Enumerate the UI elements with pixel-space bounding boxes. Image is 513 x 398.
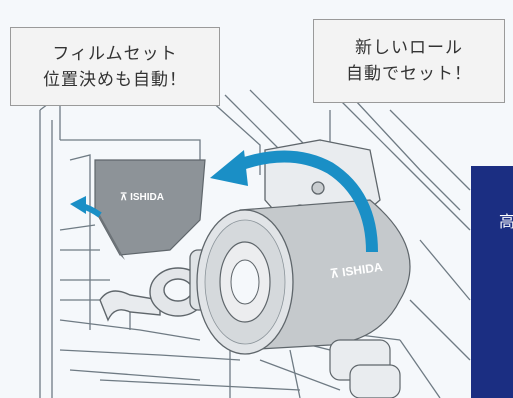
film-set-callout-line1: フィルムセット <box>52 43 178 64</box>
air-cylinder <box>329 339 401 398</box>
new-roll-callout: 新しいロール 自動でセット！ <box>313 19 505 103</box>
rotation-arrow-icon <box>210 150 378 253</box>
film-set-callout-line2: 位置決めも自動！ <box>43 69 187 90</box>
new-roll-callout-line1: 新しいロール <box>355 38 463 58</box>
direction-arrow-icon <box>70 196 102 218</box>
info-panel: 高 <box>471 166 513 398</box>
info-panel-text: 高 <box>499 212 513 231</box>
new-roll-callout-line2: 自動でセット！ <box>346 64 472 84</box>
svg-text:⊼ ISHIDA: ⊼ ISHIDA <box>120 192 164 203</box>
film-set-callout: フィルムセット 位置決めも自動！ <box>10 27 220 106</box>
